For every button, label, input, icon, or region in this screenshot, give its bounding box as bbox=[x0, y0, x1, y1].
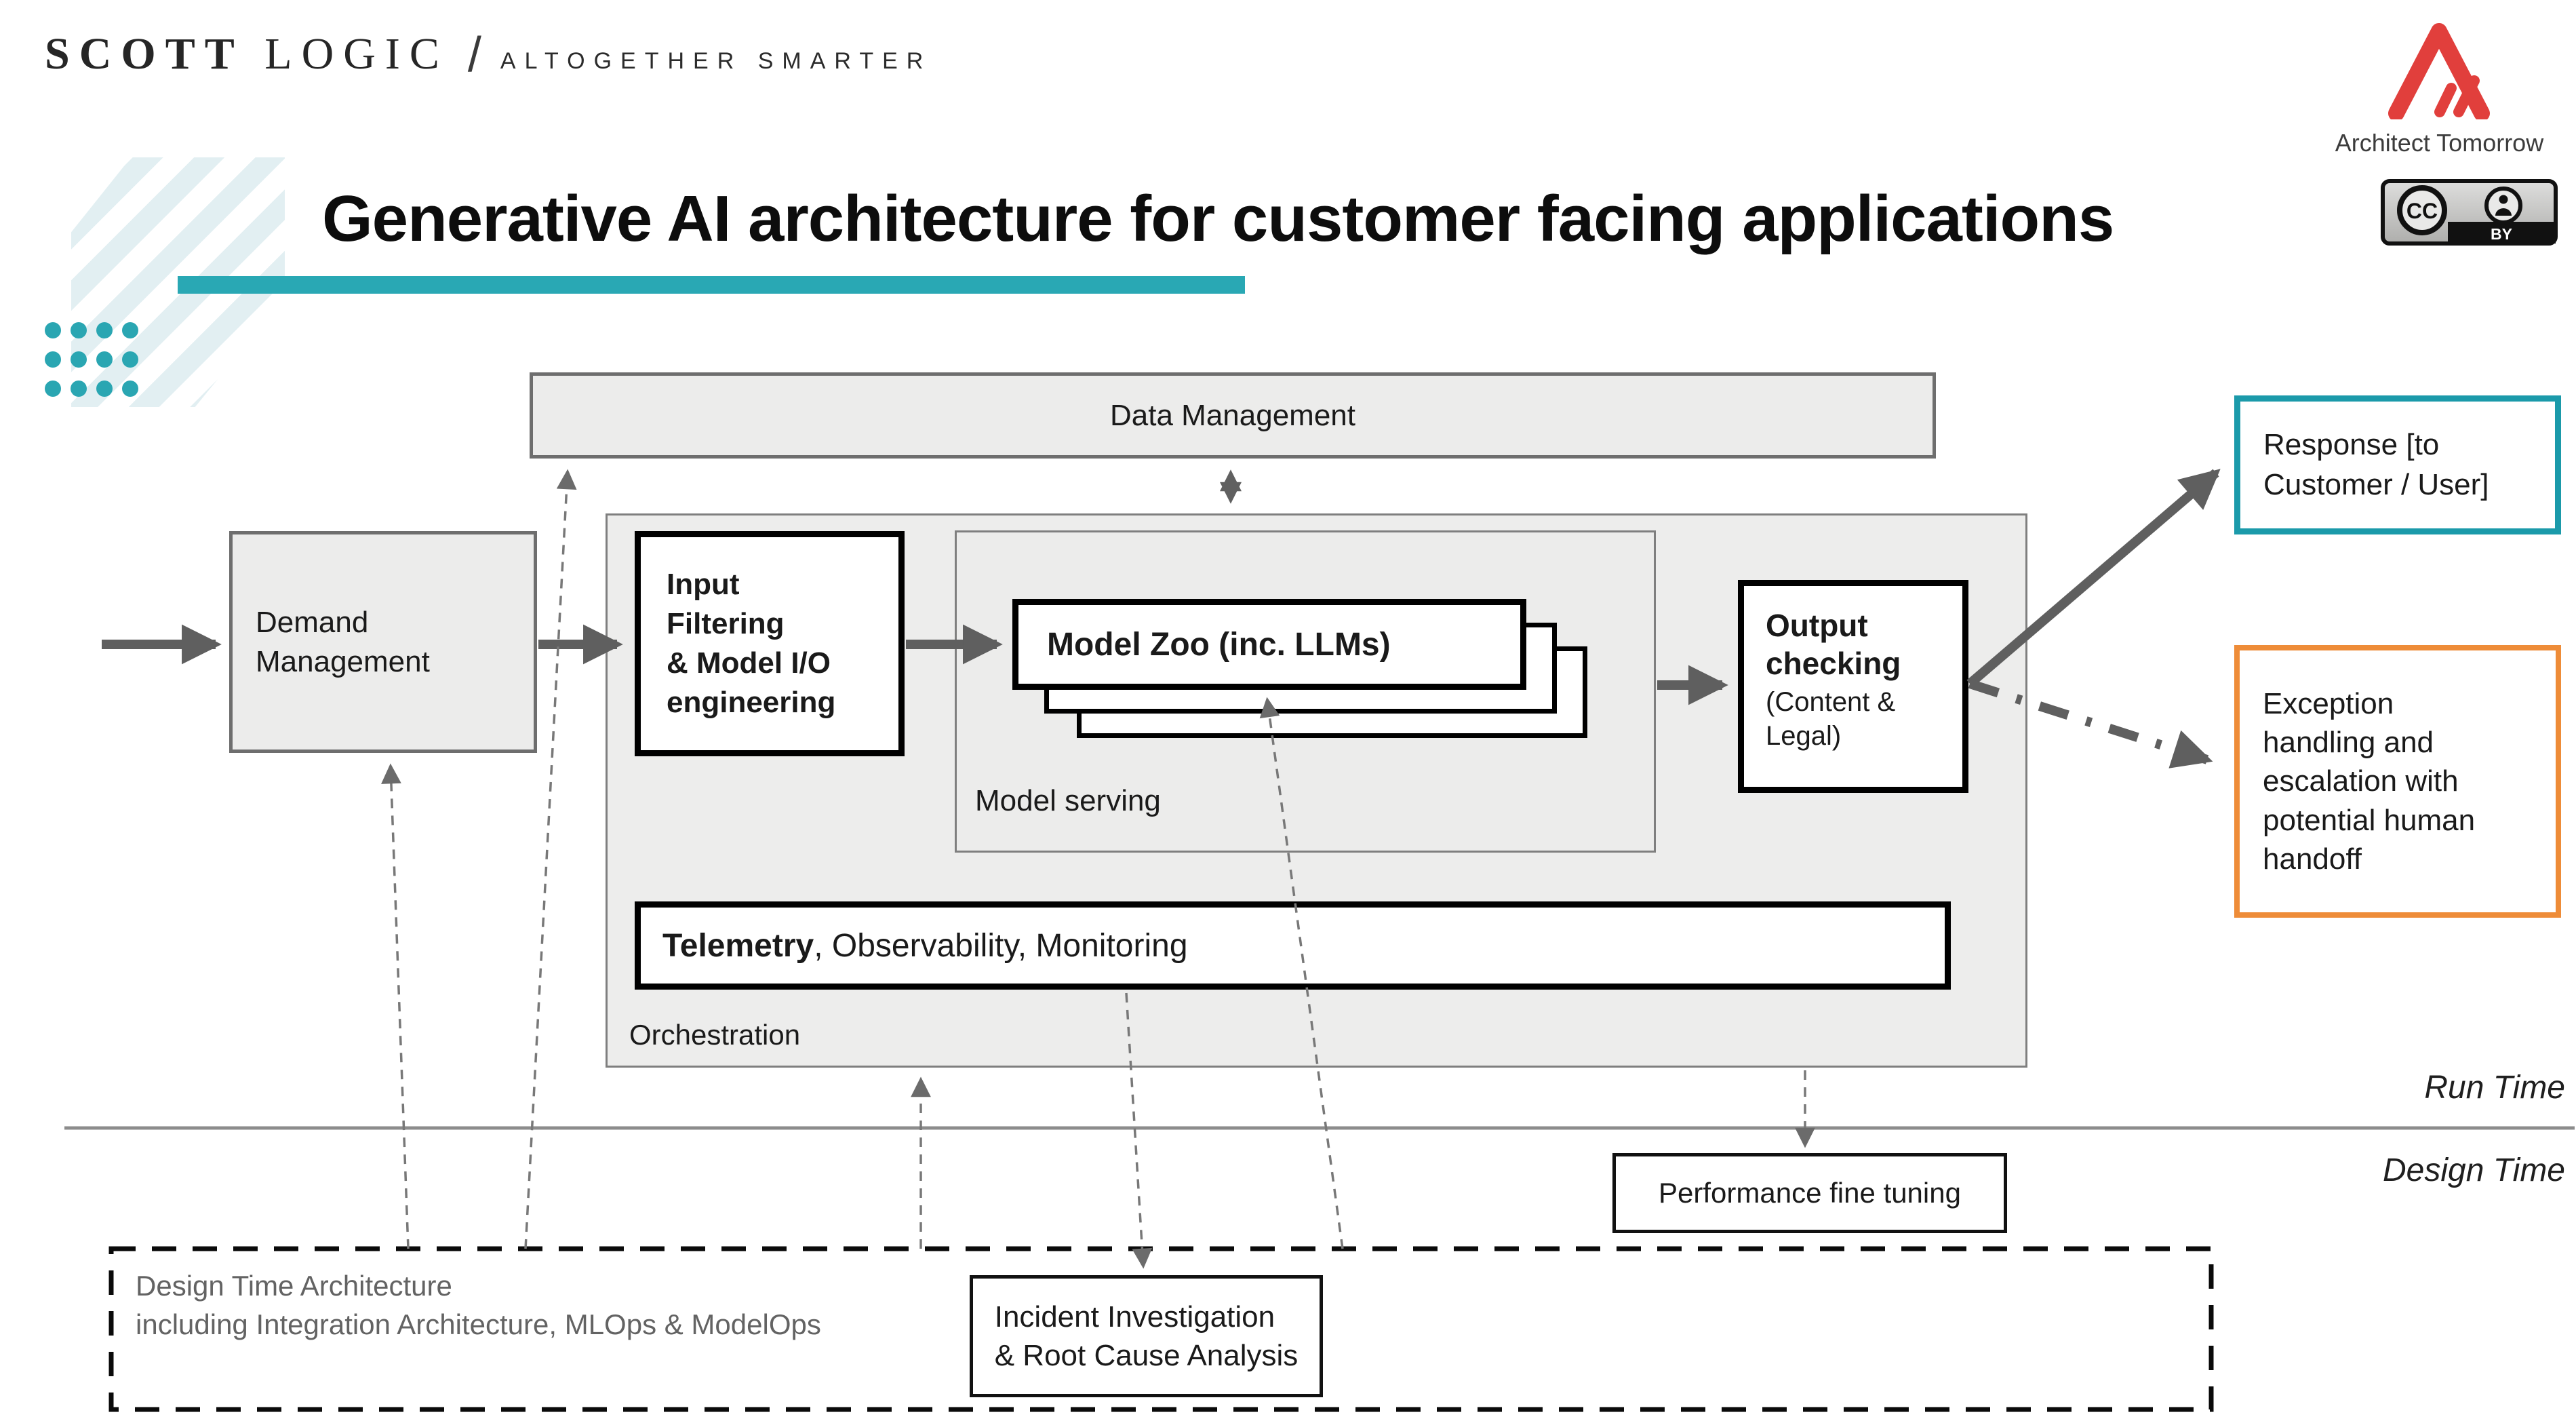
telemetry-label: Telemetry, Observability, Monitoring bbox=[662, 927, 1188, 965]
by-text: BY bbox=[2491, 225, 2512, 243]
dashed-designbox-to-demand bbox=[381, 763, 410, 1249]
deco-dot bbox=[122, 322, 138, 338]
logo-inner-bar-short bbox=[2434, 83, 2457, 117]
design-time-architecture-note: Design Time Architecture including Integ… bbox=[136, 1267, 821, 1344]
box-telemetry: Telemetry, Observability, Monitoring bbox=[635, 901, 1951, 990]
deco-dot bbox=[122, 351, 138, 368]
person-head bbox=[2499, 195, 2508, 204]
box-exception-handling-label: Exception handling and escalation with p… bbox=[2263, 687, 2476, 876]
box-response: Response [to Customer / User] bbox=[2234, 395, 2561, 534]
deco-dot bbox=[96, 381, 113, 397]
deco-dot bbox=[71, 381, 87, 397]
box-exception-handling: Exception handling and escalation with p… bbox=[2234, 645, 2561, 918]
deco-dot bbox=[45, 322, 61, 338]
architect-tomorrow-icon bbox=[2388, 23, 2490, 119]
box-model-zoo: Model Zoo (inc. LLMs) bbox=[1012, 599, 1526, 690]
deco-dot bbox=[96, 351, 113, 368]
brand-tagline: ALTOGETHER SMARTER bbox=[500, 48, 932, 74]
box-performance-fine-tuning: Performance fine tuning bbox=[1612, 1153, 2007, 1233]
box-incident-investigation-label: Incident Investigation & Root Cause Anal… bbox=[994, 1300, 1299, 1372]
telemetry-label-rest: , Observability, Monitoring bbox=[814, 927, 1188, 964]
architect-tomorrow-label: Architect Tomorrow bbox=[2335, 129, 2544, 157]
box-input-filtering-label: Input Filtering & Model I/O engineering bbox=[667, 567, 836, 720]
design-note-line2: including Integration Architecture, MLOp… bbox=[136, 1308, 821, 1340]
design-note-line1: Design Time Architecture bbox=[136, 1270, 452, 1302]
deco-dot bbox=[45, 381, 61, 397]
scott-logic-logo: SCOTT LOGIC / ALTOGETHER SMARTER bbox=[45, 24, 932, 82]
box-incident-investigation: Incident Investigation & Root Cause Anal… bbox=[970, 1275, 1323, 1397]
person-icon bbox=[2484, 187, 2522, 225]
box-model-zoo-label: Model Zoo (inc. LLMs) bbox=[1047, 626, 1391, 663]
brand-primary: SCOTT bbox=[45, 29, 244, 79]
output-checking-subtitle: (Content & Legal) bbox=[1766, 687, 1896, 752]
box-data-management-label: Data Management bbox=[1110, 398, 1355, 432]
brand-secondary: LOGIC bbox=[243, 29, 449, 79]
deco-dot bbox=[71, 351, 87, 368]
orchestration-label: Orchestration bbox=[629, 1019, 801, 1051]
output-checking-title: Output checking bbox=[1766, 608, 1901, 682]
title-underline-bar bbox=[178, 276, 1245, 294]
deco-dot bbox=[45, 351, 61, 368]
person-body bbox=[2495, 208, 2512, 216]
cc-text: CC bbox=[2406, 199, 2438, 223]
model-serving-label: Model serving bbox=[975, 784, 1161, 817]
cc-circle-icon bbox=[2397, 185, 2447, 235]
deco-dot bbox=[71, 322, 87, 338]
deco-dot bbox=[96, 322, 113, 338]
brand-wordmark: SCOTT LOGIC bbox=[45, 28, 449, 80]
box-demand-management-label: Demand Management bbox=[256, 606, 430, 678]
box-output-checking: Output checking (Content & Legal) bbox=[1738, 580, 1968, 793]
box-performance-fine-tuning-label: Performance fine tuning bbox=[1659, 1177, 1961, 1209]
badge-by-strip bbox=[2448, 222, 2556, 244]
page-title: Generative AI architecture for customer … bbox=[322, 182, 2114, 255]
cc-by-license-badge: CC BY bbox=[2381, 179, 2558, 246]
box-input-filtering: Input Filtering & Model I/O engineering bbox=[635, 531, 905, 756]
box-demand-management: Demand Management bbox=[229, 531, 537, 753]
deco-dot bbox=[122, 381, 138, 397]
box-data-management: Data Management bbox=[530, 372, 1936, 459]
design-time-label: Design Time bbox=[2383, 1152, 2565, 1188]
run-time-label: Run Time bbox=[2424, 1070, 2565, 1106]
brand-slash: / bbox=[467, 28, 481, 82]
box-response-label: Response [to Customer / User] bbox=[2263, 428, 2489, 501]
deco-dot-grid bbox=[45, 322, 138, 397]
telemetry-label-bold: Telemetry bbox=[662, 927, 814, 964]
logo-inner-bar-long bbox=[2453, 75, 2480, 117]
